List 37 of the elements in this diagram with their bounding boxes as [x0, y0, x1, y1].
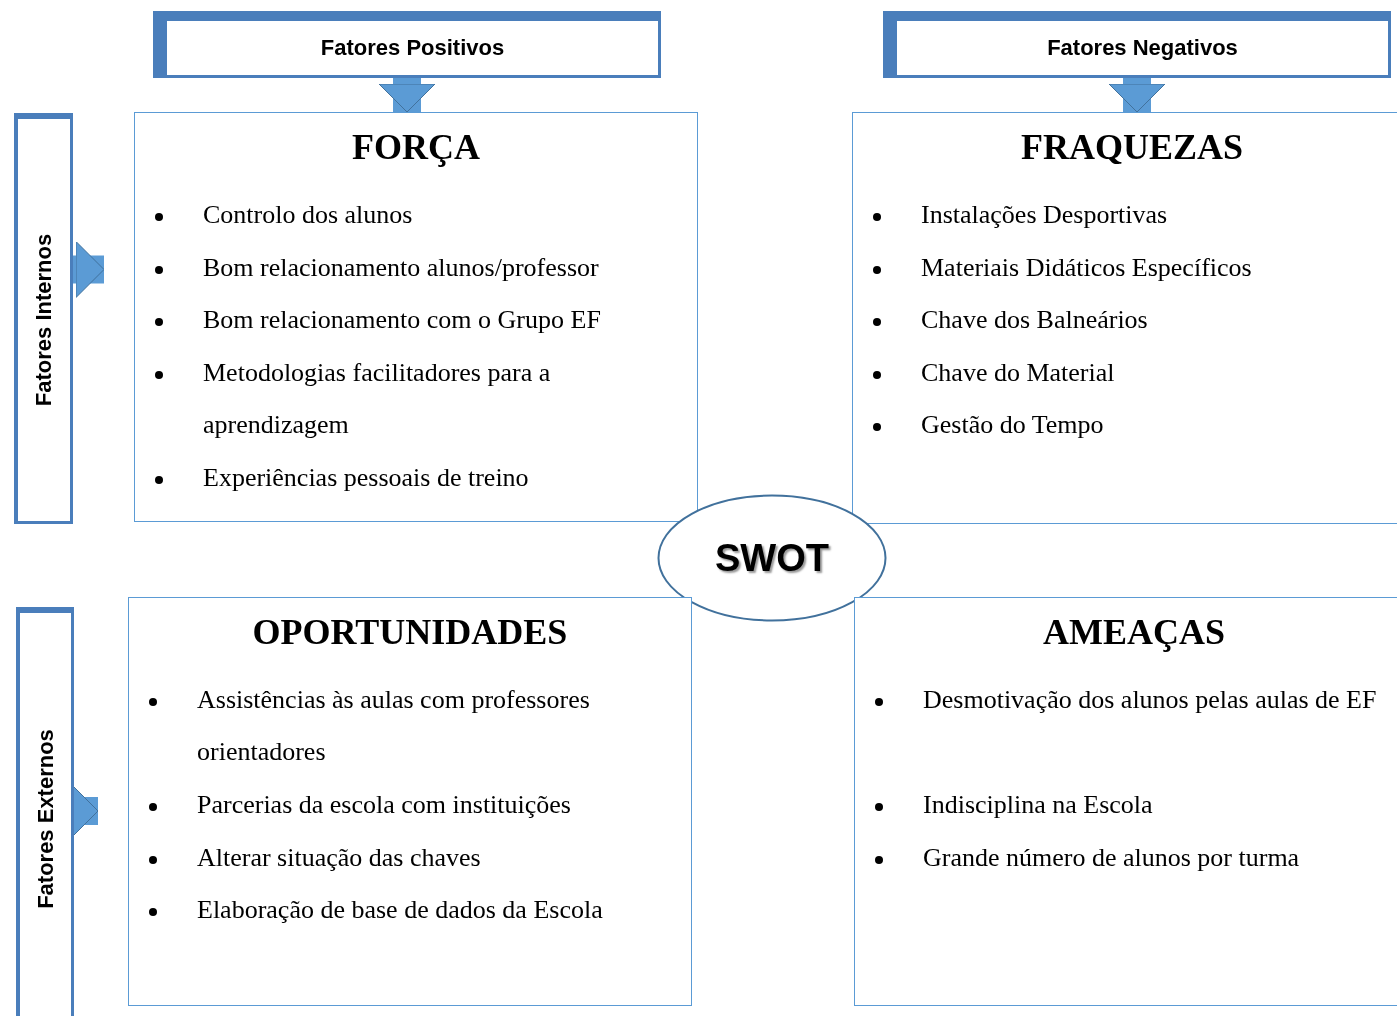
side-label-box: [16, 607, 74, 1016]
side-label: Fatores Externos: [32, 728, 59, 909]
block-arrow: [73, 241, 105, 298]
quadrant-heading: OPORTUNIDADES: [251, 612, 569, 652]
side-label: Fatores Internos: [31, 233, 57, 407]
bullet-item: Experiências pessoais de treino: [203, 461, 530, 494]
bullet-item: Desmotivação dos alunos pelas aulas de EF: [923, 684, 1378, 716]
bullet-item: Chave dos Balneários: [921, 304, 1149, 336]
bullet-item: Controlo dos alunos: [203, 199, 414, 231]
bullet-item: Grande número de alunos por turma: [923, 841, 1301, 874]
header-label: Fatores Negativos: [1047, 35, 1238, 61]
quadrant-box: [134, 112, 698, 522]
header-box: [883, 11, 1391, 78]
quadrant-heading: AMEAÇAS: [1042, 612, 1226, 652]
bullet-item: Materiais Didáticos Específicos: [921, 251, 1253, 284]
bullet-item: Gestão do Tempo: [921, 409, 1105, 441]
quadrant-heading: FORÇA: [351, 127, 481, 167]
block-arrow: [1108, 78, 1166, 113]
bullet-item: Alterar situação das chaves: [197, 841, 482, 874]
bullet-item: Indisciplina na Escola: [923, 789, 1154, 821]
side-label-box: [14, 113, 73, 524]
bullet-item: Instalações Desportivas: [921, 199, 1169, 231]
quadrant-box: [854, 597, 1397, 1006]
bullet-item: Bom relacionamento alunos/professor: [203, 251, 600, 284]
bullet-item: Assistências às aulas com professores orientadores: [197, 684, 591, 768]
bullet-item: Metodologias facilitadores para a aprendizagem: [203, 356, 552, 441]
bullet-item: Elaboração de base de dados da Escola: [197, 894, 604, 926]
bullet-item: Bom relacionamento com o Grupo EF: [203, 304, 602, 336]
quadrant-box: [128, 597, 692, 1006]
quadrant-heading: FRAQUEZAS: [1020, 127, 1244, 167]
center-title: SWOT: [715, 536, 829, 580]
header-box: [153, 11, 661, 78]
bullet-item: Parcerias da escola com instituições: [197, 789, 572, 821]
bullet-item: Chave do Material: [921, 356, 1116, 389]
block-arrow: [378, 78, 436, 113]
quadrant-box: [852, 112, 1397, 524]
header-label: Fatores Positivos: [320, 35, 505, 61]
